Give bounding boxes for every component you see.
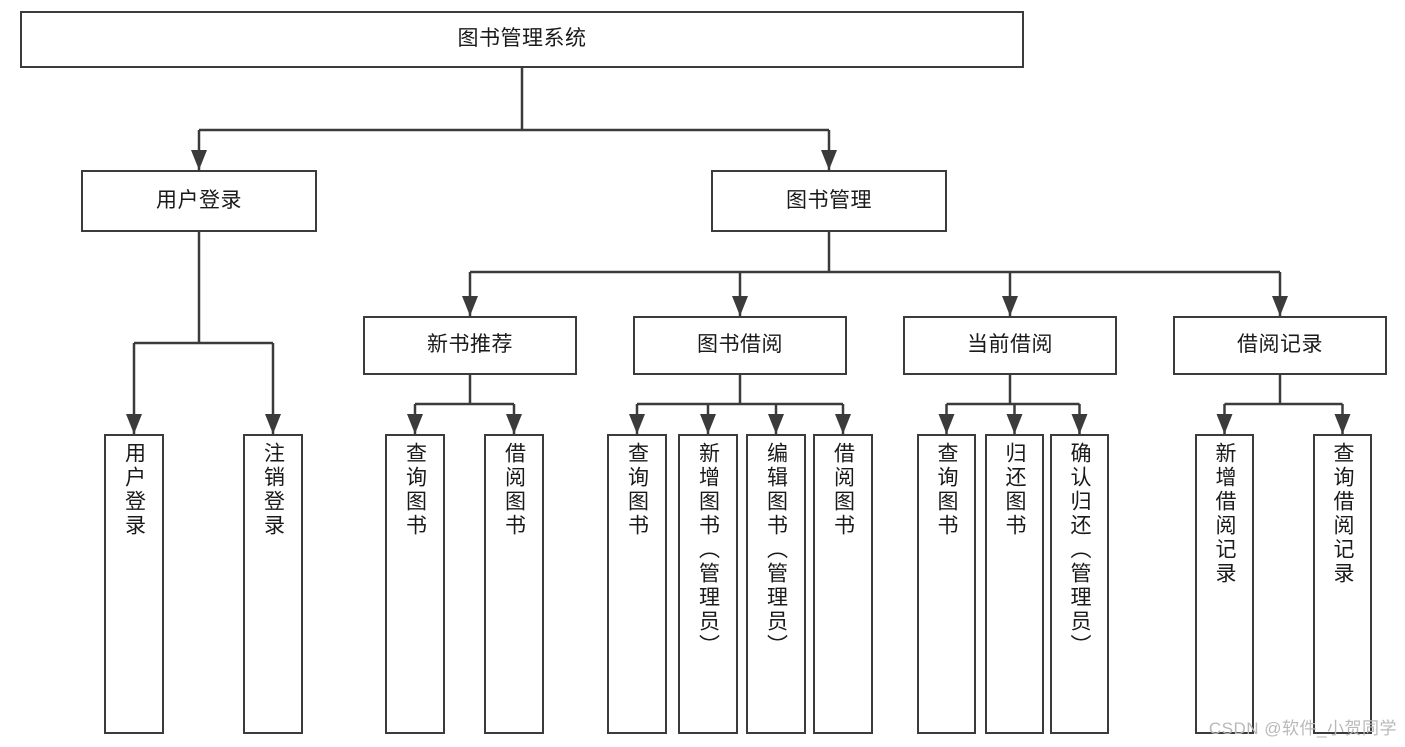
node-label: 新书推荐 bbox=[427, 333, 513, 357]
node-l4-cur-query[interactable]: 查询图书 bbox=[917, 434, 976, 734]
node-l4-new-query[interactable]: 查询图书 bbox=[385, 434, 445, 734]
node-l4-new-borrow[interactable]: 借阅图书 bbox=[484, 434, 544, 734]
edge-arrowhead bbox=[407, 414, 423, 434]
node-l3-new[interactable]: 新书推荐 bbox=[363, 316, 577, 375]
edge-arrowhead bbox=[191, 150, 207, 170]
node-label: 确认归还（管理员） bbox=[1068, 442, 1091, 658]
edge-arrowhead bbox=[629, 414, 645, 434]
node-label: 查询图书 bbox=[403, 442, 427, 538]
node-label: 借阅图书 bbox=[502, 442, 526, 538]
node-l4-user-login[interactable]: 用户登录 bbox=[104, 434, 164, 734]
edge-arrowhead bbox=[1071, 414, 1088, 434]
edge-arrowhead bbox=[821, 150, 837, 170]
node-label: 图书借阅 bbox=[697, 333, 783, 357]
node-l2-book[interactable]: 图书管理 bbox=[711, 170, 947, 232]
node-label: 归还图书 bbox=[1003, 442, 1026, 538]
node-label: 查询图书 bbox=[625, 442, 649, 538]
node-label: 图书管理 bbox=[786, 188, 872, 212]
node-label: 新增借阅记录 bbox=[1213, 442, 1236, 586]
node-label: 借阅记录 bbox=[1237, 333, 1323, 357]
node-l3-current[interactable]: 当前借阅 bbox=[903, 316, 1117, 375]
node-l4-cur-return[interactable]: 归还图书 bbox=[985, 434, 1044, 734]
node-l3-borrow[interactable]: 图书借阅 bbox=[633, 316, 847, 375]
node-l4-br-add[interactable]: 新增图书（管理员） bbox=[678, 434, 738, 734]
node-l4-cur-confirm[interactable]: 确认归还（管理员） bbox=[1050, 434, 1109, 734]
node-l4-br-query[interactable]: 查询图书 bbox=[607, 434, 667, 734]
node-label: 当前借阅 bbox=[967, 333, 1053, 357]
edge-arrowhead bbox=[835, 414, 851, 434]
edge-arrowhead bbox=[1216, 414, 1233, 434]
node-label: 新增图书（管理员） bbox=[696, 442, 720, 658]
node-label: 查询借阅记录 bbox=[1331, 442, 1354, 586]
edge-arrowhead bbox=[732, 296, 748, 316]
node-label: 编辑图书（管理员） bbox=[764, 442, 788, 658]
edge-arrowhead bbox=[462, 296, 478, 316]
node-label: 用户登录 bbox=[156, 188, 242, 212]
edge-arrowhead bbox=[938, 414, 955, 434]
node-l4-rec-query[interactable]: 查询借阅记录 bbox=[1313, 434, 1372, 734]
edge-arrowhead bbox=[1002, 296, 1018, 316]
node-l4-rec-add[interactable]: 新增借阅记录 bbox=[1195, 434, 1254, 734]
edge-arrowhead bbox=[265, 414, 281, 434]
node-label: 查询图书 bbox=[935, 442, 958, 538]
node-l4-br-edit[interactable]: 编辑图书（管理员） bbox=[746, 434, 806, 734]
node-l4-user-logout[interactable]: 注销登录 bbox=[243, 434, 303, 734]
node-l3-record[interactable]: 借阅记录 bbox=[1173, 316, 1387, 375]
node-label: 图书管理系统 bbox=[457, 27, 587, 51]
node-l4-br-lend[interactable]: 借阅图书 bbox=[813, 434, 873, 734]
edge-arrowhead bbox=[1334, 414, 1351, 434]
edge-arrowhead bbox=[768, 414, 784, 434]
node-label: 借阅图书 bbox=[831, 442, 855, 538]
edge-arrowhead bbox=[1272, 296, 1288, 316]
edge-arrowhead bbox=[126, 414, 142, 434]
node-l2-user[interactable]: 用户登录 bbox=[81, 170, 317, 232]
node-label: 用户登录 bbox=[122, 442, 146, 538]
node-root[interactable]: 图书管理系统 bbox=[20, 11, 1024, 68]
edge-arrowhead bbox=[506, 414, 522, 434]
edge-arrowhead bbox=[700, 414, 716, 434]
edge-arrowhead bbox=[1006, 414, 1023, 434]
node-label: 注销登录 bbox=[261, 442, 285, 538]
